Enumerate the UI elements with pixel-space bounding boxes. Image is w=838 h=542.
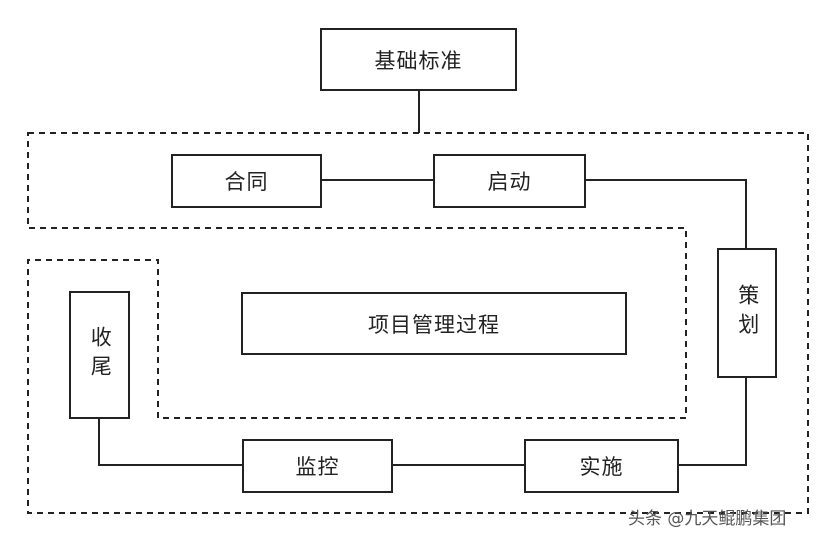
project-management-process-box: 项目管理过程: [241, 292, 627, 355]
watermark-text: 头条 @九天鲲鹏集团: [628, 509, 787, 529]
contract-box: 合同: [171, 154, 322, 208]
outer-dashed-frame: [27, 132, 809, 514]
contract-label: 合同: [224, 170, 269, 194]
closing-box: 收尾: [69, 291, 130, 419]
basic-standard-box: 基础标准: [320, 28, 517, 91]
connector-startup-planning: [585, 179, 747, 249]
connector-planning-implementation: [678, 377, 747, 466]
planning-box: 策划: [717, 248, 777, 378]
basic-standard-label: 基础标准: [374, 48, 463, 73]
connector-monitoring-closing: [98, 418, 243, 466]
planning-label: 策划: [735, 284, 760, 342]
monitoring-box: 监控: [242, 439, 393, 493]
startup-box: 启动: [433, 154, 586, 208]
implementation-box: 实施: [524, 439, 679, 493]
startup-label: 启动: [487, 170, 532, 194]
closing-label: 收尾: [88, 326, 113, 384]
project-management-process-label: 项目管理过程: [368, 312, 500, 337]
implementation-label: 实施: [579, 455, 624, 479]
monitoring-label: 监控: [295, 455, 340, 479]
